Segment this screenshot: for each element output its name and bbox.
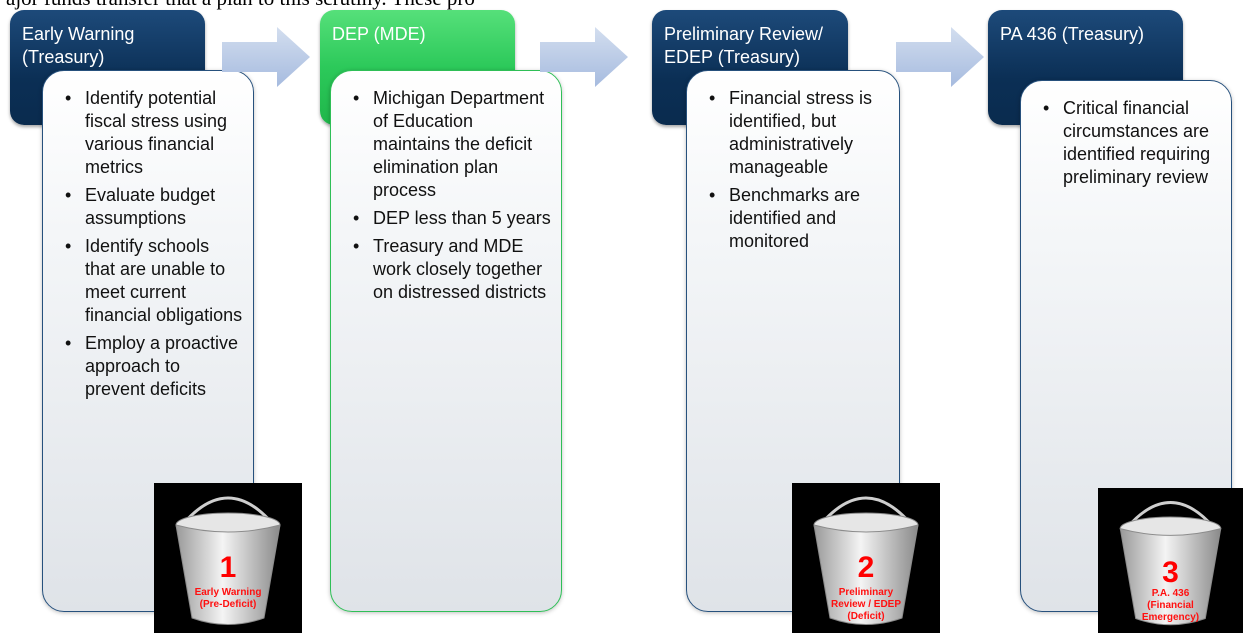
bucket-label-line: Review / EDEP xyxy=(830,599,902,610)
right-arrow-icon xyxy=(222,27,310,87)
right-arrow-icon xyxy=(540,27,628,87)
bucket-badge-1: 1 Early Warning (Pre-Deficit) xyxy=(154,483,302,633)
bucket-label-line: Emergency) xyxy=(1141,612,1200,623)
bullet-item: Treasury and MDE work closely together o… xyxy=(353,235,551,304)
bucket-icon xyxy=(813,496,919,625)
bucket-number: 1 xyxy=(219,551,237,584)
bucket-badge-2: 2 Preliminary Review / EDEP (Deficit) xyxy=(792,483,940,633)
bullet-item: Identify potential fiscal stress using v… xyxy=(65,87,243,179)
stage-title: Early Warning (Treasury) xyxy=(22,24,135,67)
bullet-item: Critical financial circumstances are ide… xyxy=(1043,97,1221,189)
stage-card-dep: Michigan Department of Education maintai… xyxy=(330,70,562,612)
bucket-label-line: (Financial xyxy=(1147,600,1194,611)
bullet-item: Evaluate budget assumptions xyxy=(65,184,243,230)
right-arrow-icon xyxy=(896,27,984,87)
bucket-badge-3: 3 P.A. 436 (Financial Emergency) xyxy=(1098,488,1243,633)
stage-title: PA 436 (Treasury) xyxy=(1000,24,1145,44)
bucket-label-line: P.A. 436 xyxy=(1151,588,1190,599)
bucket-icon xyxy=(175,496,281,625)
bucket-label-line: Preliminary xyxy=(838,587,894,598)
bucket-label-line: (Pre-Deficit) xyxy=(199,599,257,610)
stage-title: Preliminary Review/ EDEP (Treasury) xyxy=(664,24,824,67)
bucket-number: 3 xyxy=(1162,556,1179,589)
bucket-number: 2 xyxy=(857,551,875,584)
bullet-item: Employ a proactive approach to prevent d… xyxy=(65,332,243,401)
bucket-label-line: Early Warning xyxy=(194,587,262,598)
bucket-icon xyxy=(1119,501,1222,626)
bullet-item: Identify schools that are unable to meet… xyxy=(65,235,243,327)
bullet-item: Michigan Department of Education maintai… xyxy=(353,87,551,202)
stage-title: DEP (MDE) xyxy=(332,24,426,44)
bullet-item: Financial stress is identified, but admi… xyxy=(709,87,889,179)
bullet-item: DEP less than 5 years xyxy=(353,207,551,230)
bullet-item: Benchmarks are identified and monitored xyxy=(709,184,889,253)
bucket-label-line: (Deficit) xyxy=(847,611,885,622)
top-caption-text: ajor funds transfer that a plan to this … xyxy=(0,0,1243,10)
